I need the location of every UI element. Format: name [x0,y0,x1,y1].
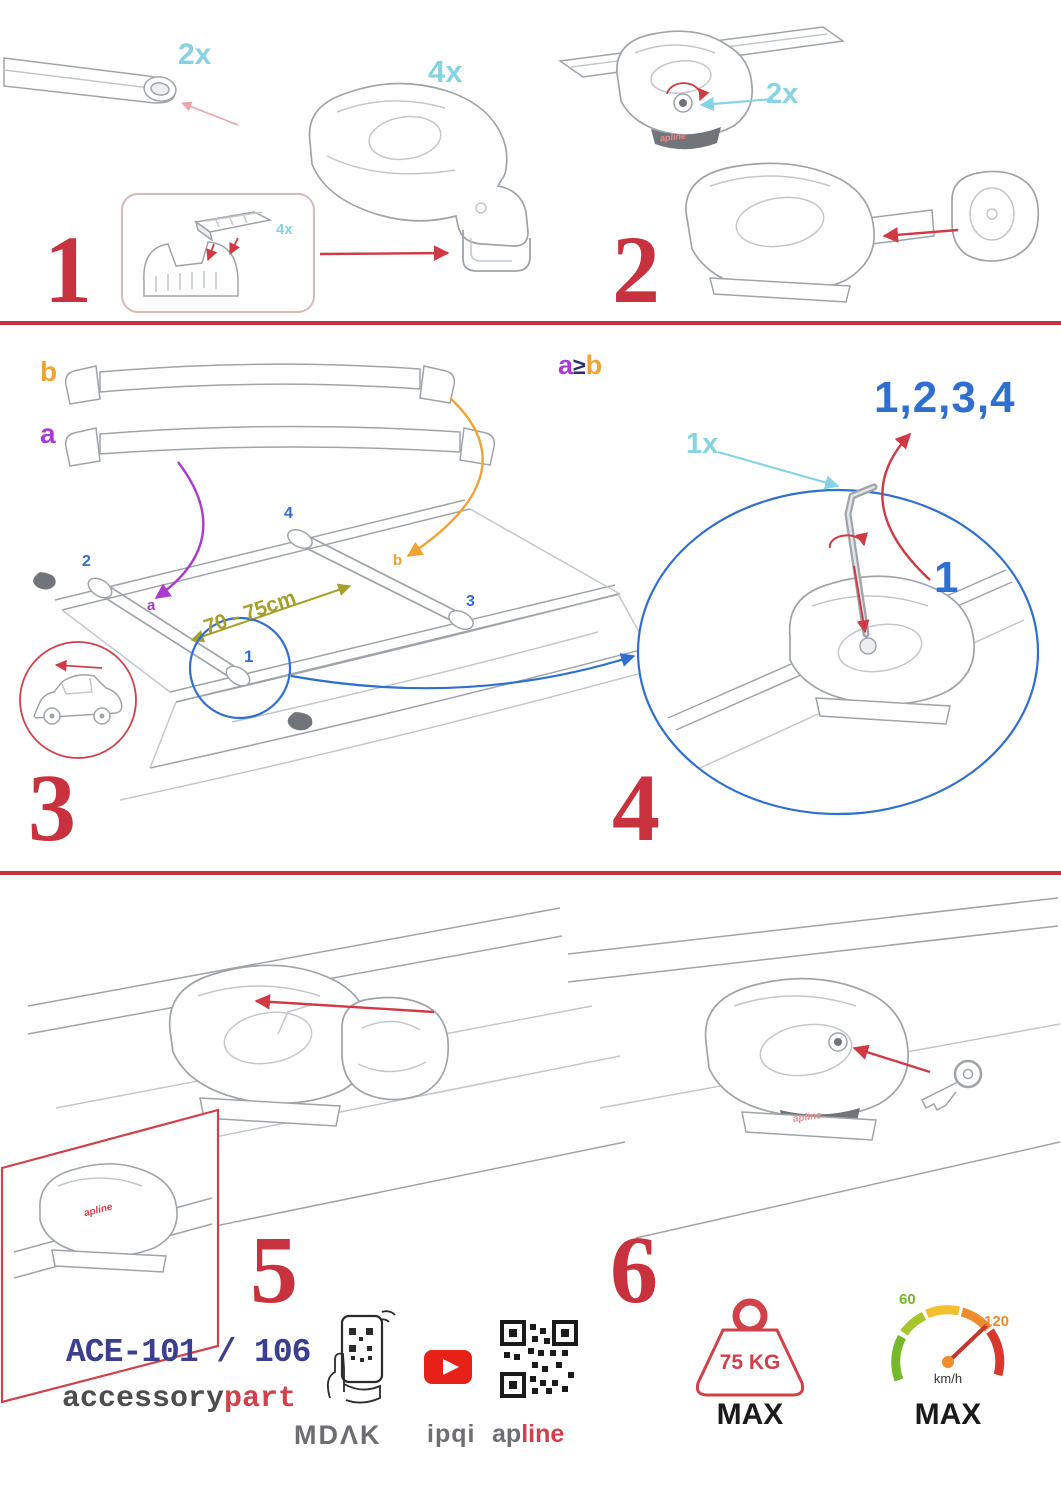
accessorypart-logo: accessorypart [62,1384,296,1414]
car-roof-illustration [33,499,661,801]
section-divider-1 [0,321,1061,325]
closed-foot-inset [0,1108,220,1404]
apline-logo-text: apline [492,1422,564,1447]
weight-icon [695,1298,805,1397]
crossbar-icon [3,57,177,104]
cover-piece-icon [341,996,450,1101]
foot-zoom-icon [788,575,975,725]
scan-phone-icon [326,1310,396,1404]
step3-number: 3 [28,754,76,861]
step1-pad-quantity-label: 4x [276,221,293,238]
step1-bar-quantity-label: 2x [178,38,212,71]
foot-open-icon [168,964,372,1127]
step1-foot-quantity-label: 4x [428,54,463,89]
step2-illustration [557,26,1040,303]
roof-position-1: 1 [244,647,254,666]
step1-illustration [3,57,531,313]
drop-a-label: a [147,597,156,614]
apline-line-text: line [521,1420,565,1448]
crossbar-a-icon [64,425,496,467]
car-side-icon [33,674,123,725]
model-number: ACE-101 / 106 [66,1334,311,1371]
first-position-label: 1 [934,553,959,602]
rubber-pad-icon [194,211,273,242]
roof-position-4: 4 [284,505,293,522]
gauge-unit-label: km/h [933,1371,963,1386]
qr-code-icon [500,1320,578,1398]
rule-b-label: b [585,350,603,380]
car-direction-inset [19,641,137,759]
step2-number: 2 [612,216,660,323]
step2-lock-quantity-label: 2x [766,78,799,110]
step4-number: 4 [612,754,660,861]
gauge-high-speed: 120 [984,1313,1010,1330]
rule-gte-symbol: ≥ [573,353,586,379]
bar-length-rule: a≥b [558,352,602,379]
section-divider-2 [0,871,1061,875]
tighten-sequence-label: 1,2,3,4 [874,373,1016,422]
brand-part-text: part [224,1382,297,1416]
step4-illustration [636,432,1040,816]
max-load-label: MAX [716,1398,784,1431]
brand-accessory-text: accessory [62,1382,225,1416]
step5-illustration [0,907,626,1404]
foot-body-icon [685,162,875,303]
bar-a-label: a [40,418,56,449]
end-cap-icon [951,170,1040,262]
allen-key-icon [844,483,878,638]
locking-foot-icon [616,30,754,150]
gauge-low-speed: 60 [899,1291,916,1308]
max-speed-label: MAX [914,1398,982,1431]
mdak-logo-text: MDΛK [294,1420,382,1450]
bar-b-label: b [40,356,58,387]
roof-position-2: 2 [82,553,91,570]
step3-illustration [19,363,661,801]
roof-position-3: 3 [466,593,475,610]
youtube-icon [424,1350,472,1384]
step6-number: 6 [610,1216,658,1323]
clamp-foot-icon [308,82,531,272]
step1-number: 1 [44,216,92,323]
max-load-value: 75 KG [719,1351,781,1374]
pad-detail-inset [121,193,315,313]
key-icon [920,1059,983,1112]
drop-b-label: b [393,552,403,569]
ipqi-logo-text: ipqi [427,1420,476,1448]
locked-foot-icon [704,977,909,1141]
step6-illustration [567,897,1061,1239]
speedometer-icon [891,1305,1005,1382]
footer-icons [326,1298,1005,1404]
rule-a-label: a [558,350,574,380]
step5-number: 5 [250,1216,298,1323]
crossbar-b-icon [64,363,456,405]
apline-ap-text: ap [492,1420,522,1448]
allen-key-quantity-label: 1x [686,428,719,460]
